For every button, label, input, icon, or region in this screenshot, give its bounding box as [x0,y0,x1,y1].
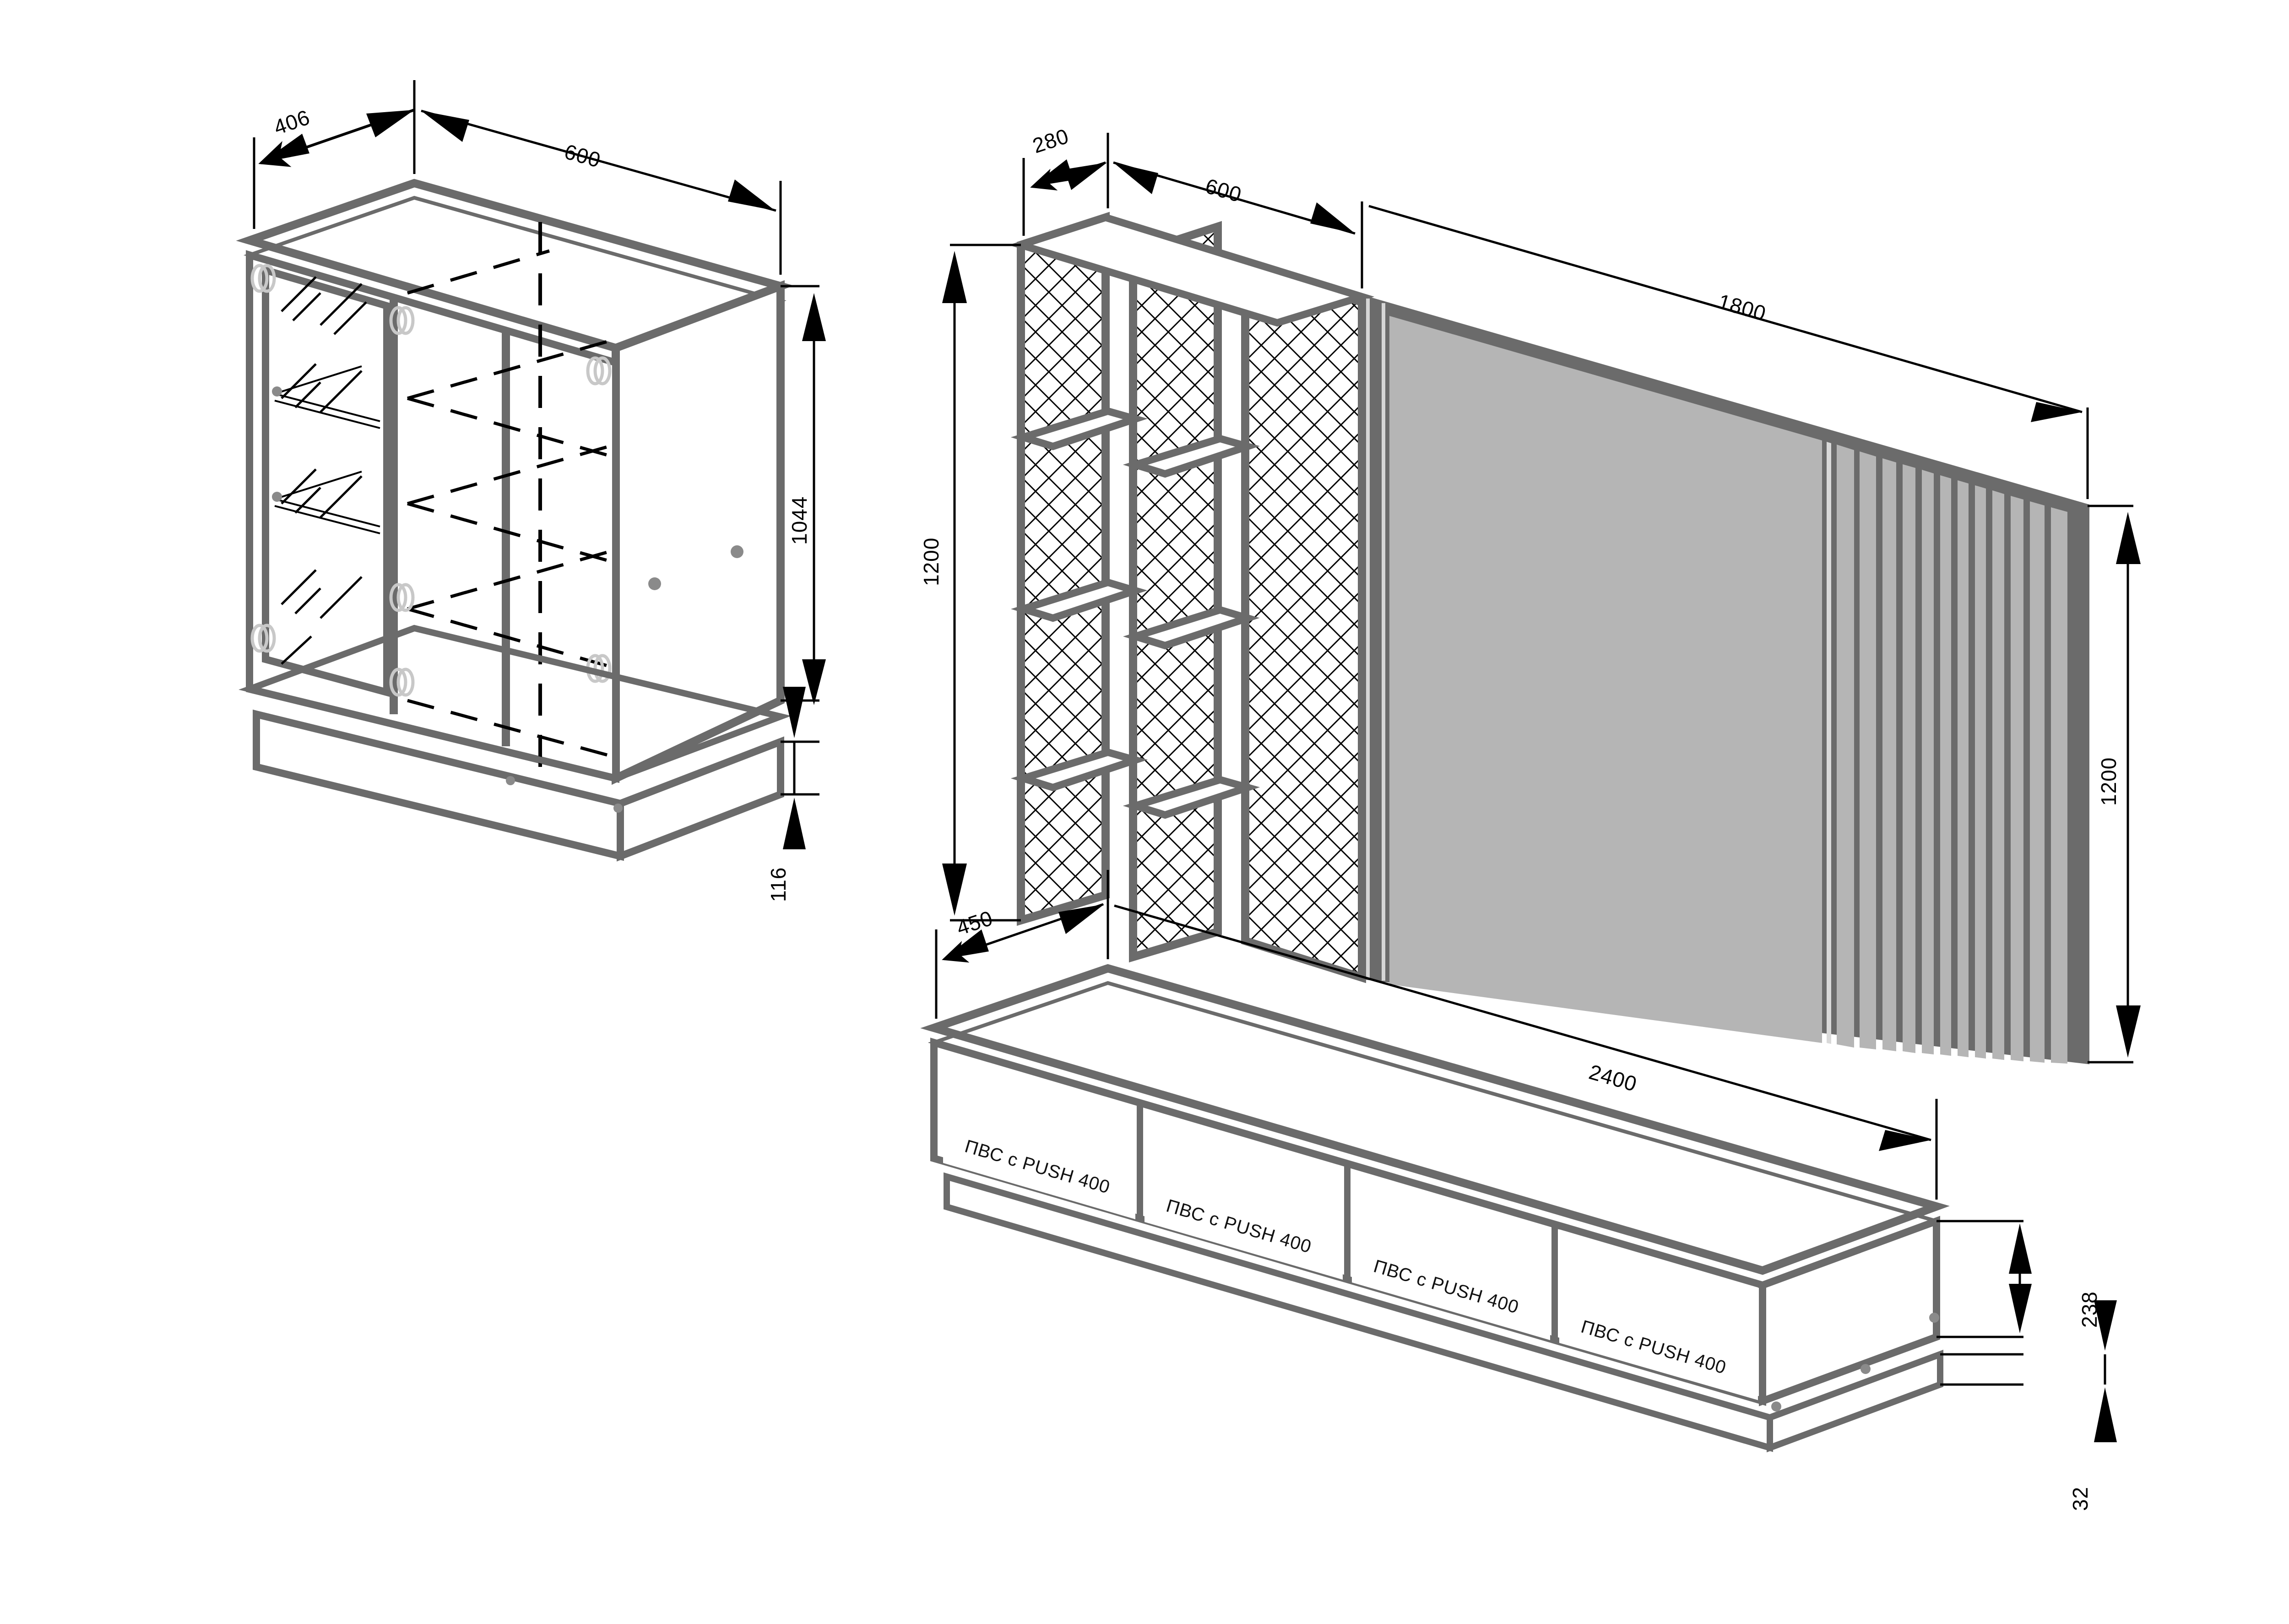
dim-cabinet-height [781,285,826,705]
cabinet-right-side-panel [612,280,785,785]
shelf-divider-middle [1129,221,1222,963]
dim-label-panel-height: 1200 [2097,757,2121,806]
dim-label-shelf-height: 1200 [919,538,943,586]
dim-label-panel-width: 1800 [1715,289,1769,326]
dim-panel-height [2088,505,2141,1064]
hinge-icon [389,668,415,697]
dim-shelf-depth [1022,133,1109,236]
wall-panel-slats [1827,442,2067,1064]
hinge-icon-group [250,264,612,697]
shelf-side-right [1241,257,1366,983]
dim-label-cabinet-depth: 406 [271,105,313,139]
dim-panel-width [1368,205,2089,499]
dim-tv-width [1114,904,1938,1200]
dim-tv-plinth [1940,1300,2117,1442]
shelf-back-left [1017,212,1110,926]
tv-drawer-dividers [1137,1103,1558,1341]
dim-label-cabinet-width: 600 [562,140,603,172]
hinge-icon [389,583,415,612]
hinge-icon [586,356,612,386]
cabinet-hidden-shelf-lines [407,249,609,757]
hinge-icon [250,264,276,293]
tv-unit-top [920,964,1950,1275]
shelf-left-bay-shelves [1010,407,1148,792]
tv-unit-plinth [944,1172,1943,1453]
glass-reflection-hatch [274,276,380,665]
dim-label-tv-plinth: 32 [2068,1487,2092,1511]
dim-label-tv-depth: 450 [954,906,996,940]
cabinet-glass-door[interactable] [262,265,391,697]
dim-label-shelf-depth: 280 [1030,124,1072,158]
display-cabinet-group: 406 600 1044 116 [236,80,826,902]
tv-drawer-front[interactable]: ПВС с PUSH 400 [943,1049,1135,1219]
dim-label-shelf-width: 600 [1203,174,1244,207]
dim-cabinet-depth [253,80,416,229]
dim-cabinet-width [421,109,782,275]
dim-cabinet-plinth [781,687,819,849]
dim-label-tv-width: 2400 [1586,1060,1640,1096]
tv-drawer-front[interactable]: ПВС с PUSH 400 [1352,1169,1550,1340]
dim-tv-depth [935,870,1109,1019]
wall-panel-face [1389,316,1822,1043]
shelf-unit-group: 280 600 1200 [919,124,1375,983]
hinge-icon [389,306,415,335]
tv-unit-group: ПВС с PUSH 400 ПВС с PUSH 400 ПВС с PUSH… [920,870,2117,1511]
dim-label-cabinet-plinth: 116 [766,867,790,902]
hinge-icon [250,624,276,653]
dim-tv-drawer-height [1936,1220,2032,1338]
dim-shelf-height [942,244,1021,922]
dim-label-cabinet-height: 1044 [787,496,811,545]
dim-shelf-width [1113,161,1363,288]
shelf-right-bay-shelves [1123,435,1260,819]
wall-panel-group: 1800 1200 [1360,205,2141,1065]
